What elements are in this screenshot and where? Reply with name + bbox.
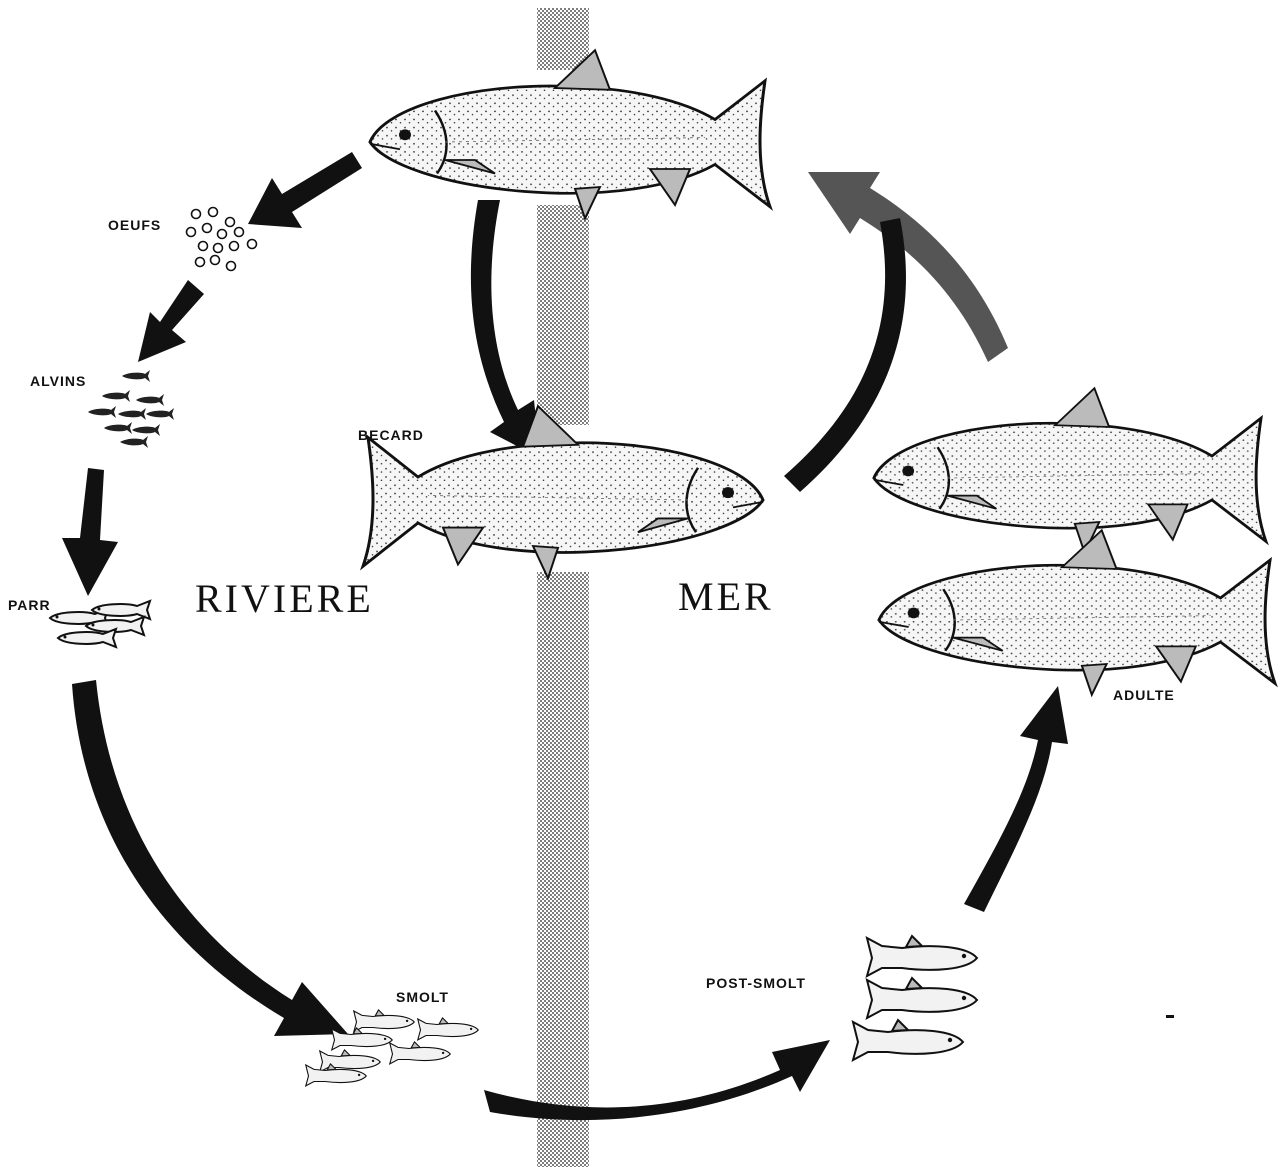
river-sea-barrier-bottom [537, 572, 589, 1167]
post-smolt-group-icon [853, 936, 977, 1060]
arrow-alevins-to-parr-icon [62, 468, 118, 596]
arrow-parr-to-smolt-icon [72, 680, 348, 1036]
label-becard: BECARD [358, 427, 424, 443]
alevins-school-icon [88, 370, 174, 448]
arrow-eggs-to-alevins-icon [138, 280, 204, 362]
arrow-post-smolt-to-adult-icon [964, 686, 1068, 912]
river-sea-barrier-top [537, 8, 589, 70]
arrow-spawner-to-kelt-icon [471, 200, 540, 458]
arrow-spawner-to-eggs-icon [248, 152, 362, 228]
spawner-fish-icon [370, 50, 770, 218]
label-parr: PARR [8, 597, 51, 613]
stray-mark [1166, 1015, 1174, 1018]
label-smolt: SMOLT [396, 989, 449, 1005]
label-adulte: ADULTE [1113, 687, 1175, 703]
label-alvins: ALVINS [30, 373, 86, 389]
parr-school-icon [50, 601, 150, 647]
arrow-adult-to-spawner-icon [808, 172, 1008, 362]
label-oeufs: OEUFS [108, 217, 161, 233]
region-label-mer: MER [678, 574, 774, 619]
eggs-cluster-icon [187, 208, 257, 271]
river-sea-barrier-middle [537, 205, 589, 425]
label-post-smolt: POST-SMOLT [706, 975, 806, 991]
adult-fish-icon [879, 530, 1275, 695]
arrow-smolt-to-post-smolt-icon [484, 1040, 830, 1120]
adult-fish-icon [874, 388, 1266, 553]
arrow-kelt-to-sea-icon [784, 218, 906, 492]
region-label-riviere: RIVIERE [195, 576, 374, 621]
